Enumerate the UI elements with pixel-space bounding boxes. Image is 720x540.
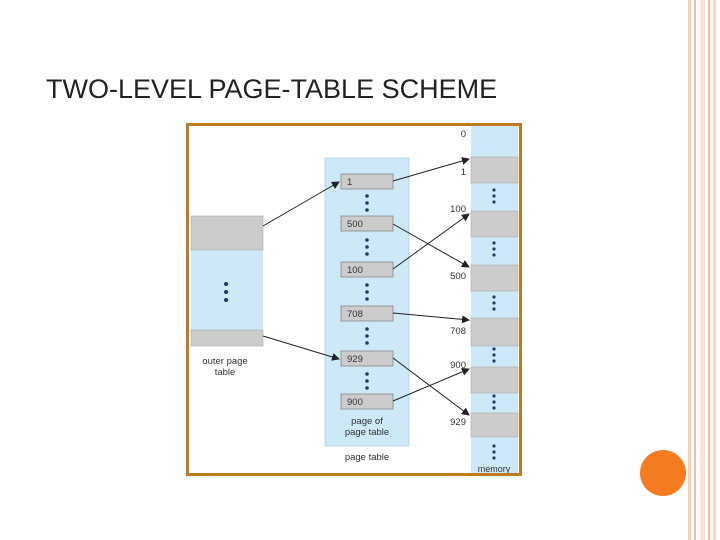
entry-dots-5 — [365, 372, 369, 390]
memory-dots-3 — [492, 295, 496, 311]
decor-stripe-5 — [713, 0, 716, 540]
decor-stripe-1 — [688, 0, 691, 540]
page-of-label-1: page of — [351, 416, 383, 427]
decor-orange-circle — [640, 450, 686, 496]
memory-dots-2 — [492, 241, 496, 257]
decor-stripe-4 — [708, 0, 710, 540]
outer-page-table: outer page table — [190, 215, 264, 378]
entry-label-2: 500 — [347, 219, 363, 230]
arrow-entry-500-to-frame-500 — [392, 223, 470, 268]
memory-column: memory — [470, 126, 519, 474]
memory-frame-1 — [470, 156, 519, 184]
outer-table-top-entry — [190, 215, 264, 251]
entry-label-4: 708 — [347, 309, 363, 320]
diagram-frame: outer page table 1 500 100 708 929 900 p… — [186, 123, 522, 476]
outer-table-dots — [224, 282, 228, 302]
memory-frame-100 — [470, 210, 519, 238]
address-label-100: 100 — [450, 204, 466, 215]
memory-frame-929 — [470, 412, 519, 438]
memory-dots-5 — [492, 394, 496, 410]
entry-label-5: 929 — [347, 354, 363, 365]
entry-dots-3 — [365, 283, 369, 301]
page-table-entry-6 — [340, 393, 394, 410]
outer-table-bottom-entry — [190, 329, 264, 347]
decor-stripe-2 — [694, 0, 696, 540]
two-level-page-table-diagram: outer page table 1 500 100 708 929 900 p… — [190, 126, 519, 474]
arrow-outer-to-page-1 — [262, 181, 340, 227]
memory-dots-4 — [492, 347, 496, 363]
outer-table-label-2: table — [215, 367, 236, 378]
arrow-entry-1-to-frame-1 — [392, 157, 470, 182]
entry-dots-4 — [365, 327, 369, 345]
memory-label: memory — [478, 464, 511, 473]
page-table-entry-1 — [340, 173, 394, 190]
address-label-0: 0 — [461, 129, 466, 140]
arrow-entry-900-to-frame-900 — [392, 368, 470, 402]
page-table-label: page table — [345, 452, 389, 463]
address-label-500: 500 — [450, 271, 466, 282]
entry-dots-1 — [365, 194, 369, 212]
slide-title: TWO-LEVEL PAGE-TABLE SCHEME — [46, 74, 498, 104]
address-label-929: 929 — [450, 417, 466, 428]
page-table-entry-3 — [340, 261, 394, 278]
memory-dots-6 — [492, 444, 496, 460]
memory-frame-708 — [470, 317, 519, 347]
arrow-outer-to-page-929 — [262, 335, 340, 361]
entry-label-3: 100 — [347, 265, 363, 276]
page-table-entry-2 — [340, 215, 394, 232]
address-label-900: 900 — [450, 360, 466, 371]
entry-dots-2 — [365, 238, 369, 256]
memory-frame-0 — [471, 133, 518, 157]
arrow-entry-100-to-frame-100 — [392, 213, 470, 270]
outer-table-label-1: outer page — [202, 356, 247, 367]
address-label-1: 1 — [461, 167, 466, 178]
memory-frame-900 — [470, 366, 519, 394]
arrow-entry-929-to-frame-929 — [392, 357, 470, 416]
memory-frame-500 — [470, 264, 519, 292]
entry-label-6: 900 — [347, 397, 363, 408]
memory-dots-1 — [492, 188, 496, 204]
address-label-708: 708 — [450, 326, 466, 337]
page-table-column: 1 500 100 708 929 900 page of page table… — [324, 157, 410, 463]
outer-to-page-arrows — [262, 181, 340, 361]
page-of-label-2: page table — [345, 427, 389, 438]
page-to-memory-arrows — [392, 157, 470, 416]
entry-label-1: 1 — [347, 177, 352, 188]
arrow-entry-708-to-frame-708 — [392, 312, 470, 324]
decor-stripe-3 — [700, 0, 705, 540]
